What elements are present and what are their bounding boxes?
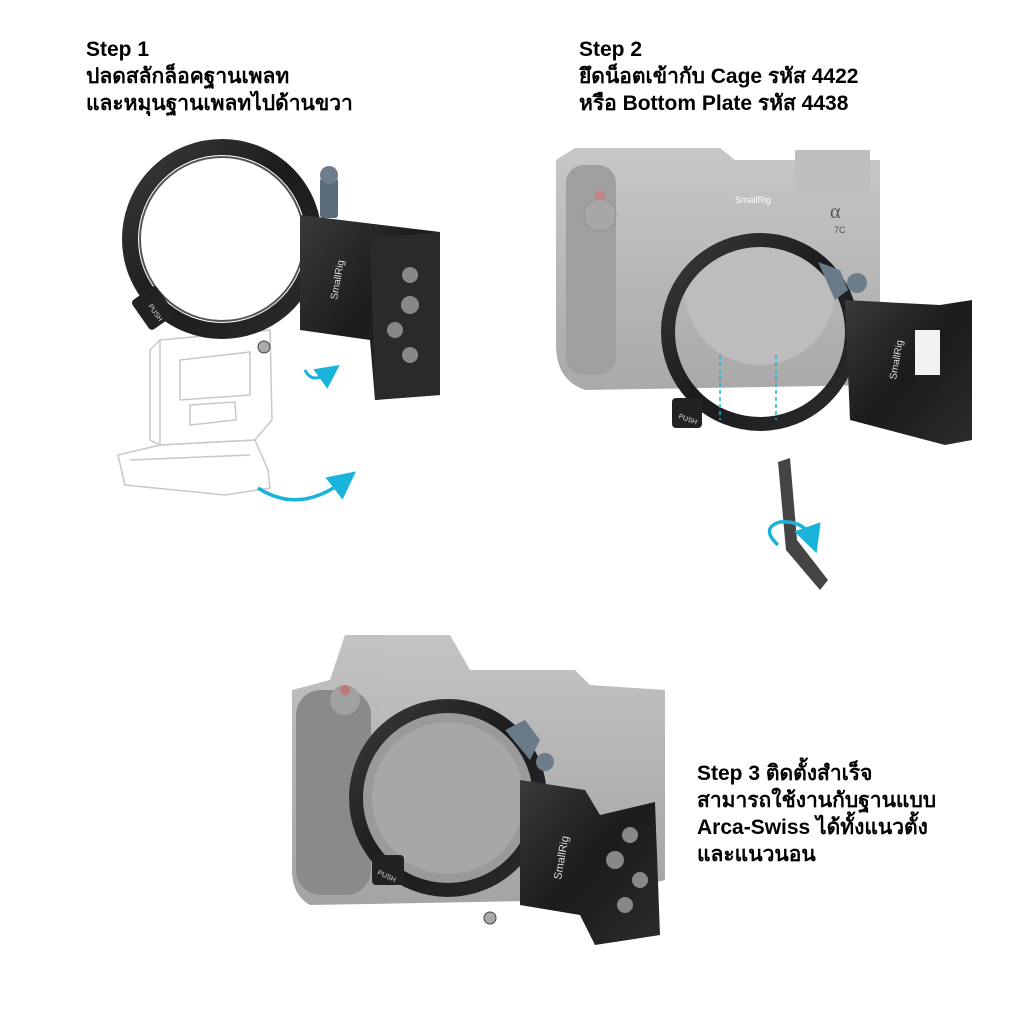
step3-title: Step 3 ติดตั้งสำเร็จ [697,762,873,785]
step2-illustration: SmallRig α 7C PUSH SmallRig [556,148,972,590]
step3-line2: Arca-Swiss ได้ทั้งแนวตั้ง [697,816,928,839]
lock-knob [320,166,338,218]
step2-title: Step 2 [579,38,643,61]
hex-key [778,458,828,590]
camera-model-alpha: α [830,201,841,223]
push-button [131,286,175,330]
rotate-arrow-small [303,364,340,389]
step3-line1: สามารถใช้งานกับฐานแบบ [697,789,937,812]
step1-line2: และหมุนฐานเพลทไปด้านขวา [86,92,353,115]
ghost-base-plate [117,329,273,496]
screw [257,340,271,354]
rotate-arrow-large [257,471,357,502]
step3-line3: และแนวนอน [697,843,816,866]
step2-line1: ยึดน็อตเข้ากับ Cage รหัส 4422 [579,65,859,88]
step2-instructions: Step 2 ยึดน็อตเข้ากับ Cage รหัส 4422 หรื… [579,36,858,117]
step3-instructions: Step 3 ติดตั้งสำเร็จ สามารถใช้งานกับฐานแ… [697,760,936,868]
camera-brand-label: SmallRig [735,195,771,205]
quick-release-plate-step2: SmallRig [845,300,972,445]
camera-model-name: 7C [834,225,846,235]
rotate-arrow-hexkey [767,520,821,554]
step1-title: Step 1 [86,38,150,61]
step3-illustration: PUSH SmallRig [292,635,665,945]
step2-line2: หรือ Bottom Plate รหัส 4438 [579,92,849,115]
step1-line1: ปลดสลักล็อคฐานเพลท [86,65,290,88]
step1-instructions: Step 1 ปลดสลักล็อคฐานเพลท และหมุนฐานเพลท… [86,36,353,117]
quick-release-plate [300,215,440,400]
step1-illustration: SmallRig PUSH [117,139,440,502]
quick-release-plate-step3: SmallRig [520,780,660,945]
